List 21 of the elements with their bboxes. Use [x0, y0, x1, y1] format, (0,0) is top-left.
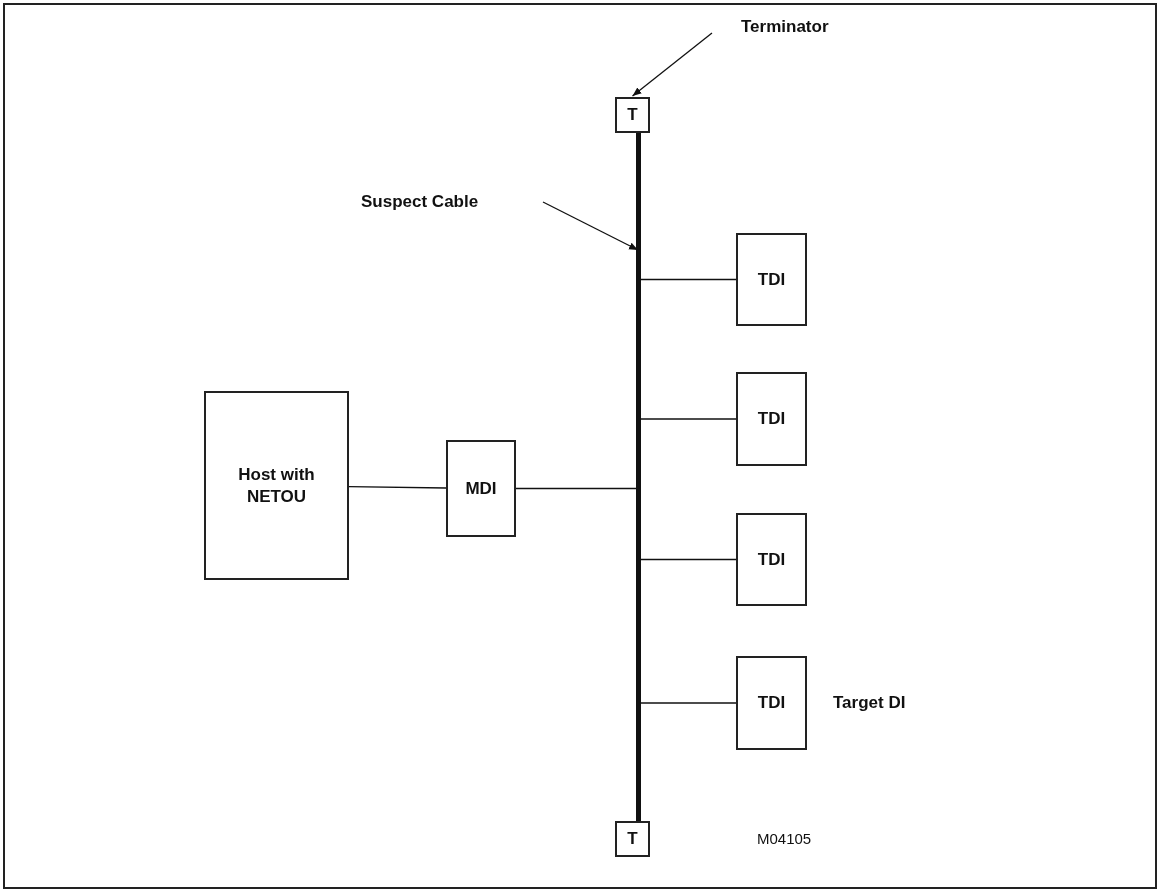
leader-arrow [631, 32, 713, 97]
device-box: TDI [736, 233, 807, 326]
leader-arrow [542, 201, 639, 251]
connector-line [640, 418, 737, 420]
device-box: TDI [736, 372, 807, 466]
connector-line [515, 487, 637, 490]
device-box: TDI [736, 513, 807, 606]
connector-line [640, 702, 737, 704]
connector-line [640, 278, 737, 281]
terminator-box: T [615, 821, 650, 857]
device-box: TDI [736, 656, 807, 750]
cable-bar [636, 133, 641, 821]
connector-line [348, 485, 447, 489]
device-caption: Target DI [833, 693, 906, 713]
callout-label: Suspect Cable [357, 191, 537, 213]
connector-line [640, 558, 737, 561]
host-box: Host with NETOU [204, 391, 349, 580]
terminator-box: T [615, 97, 650, 133]
callout-label: Terminator [737, 16, 847, 38]
interface-box: MDI [446, 440, 516, 537]
figure-code: M04105 [757, 830, 812, 847]
